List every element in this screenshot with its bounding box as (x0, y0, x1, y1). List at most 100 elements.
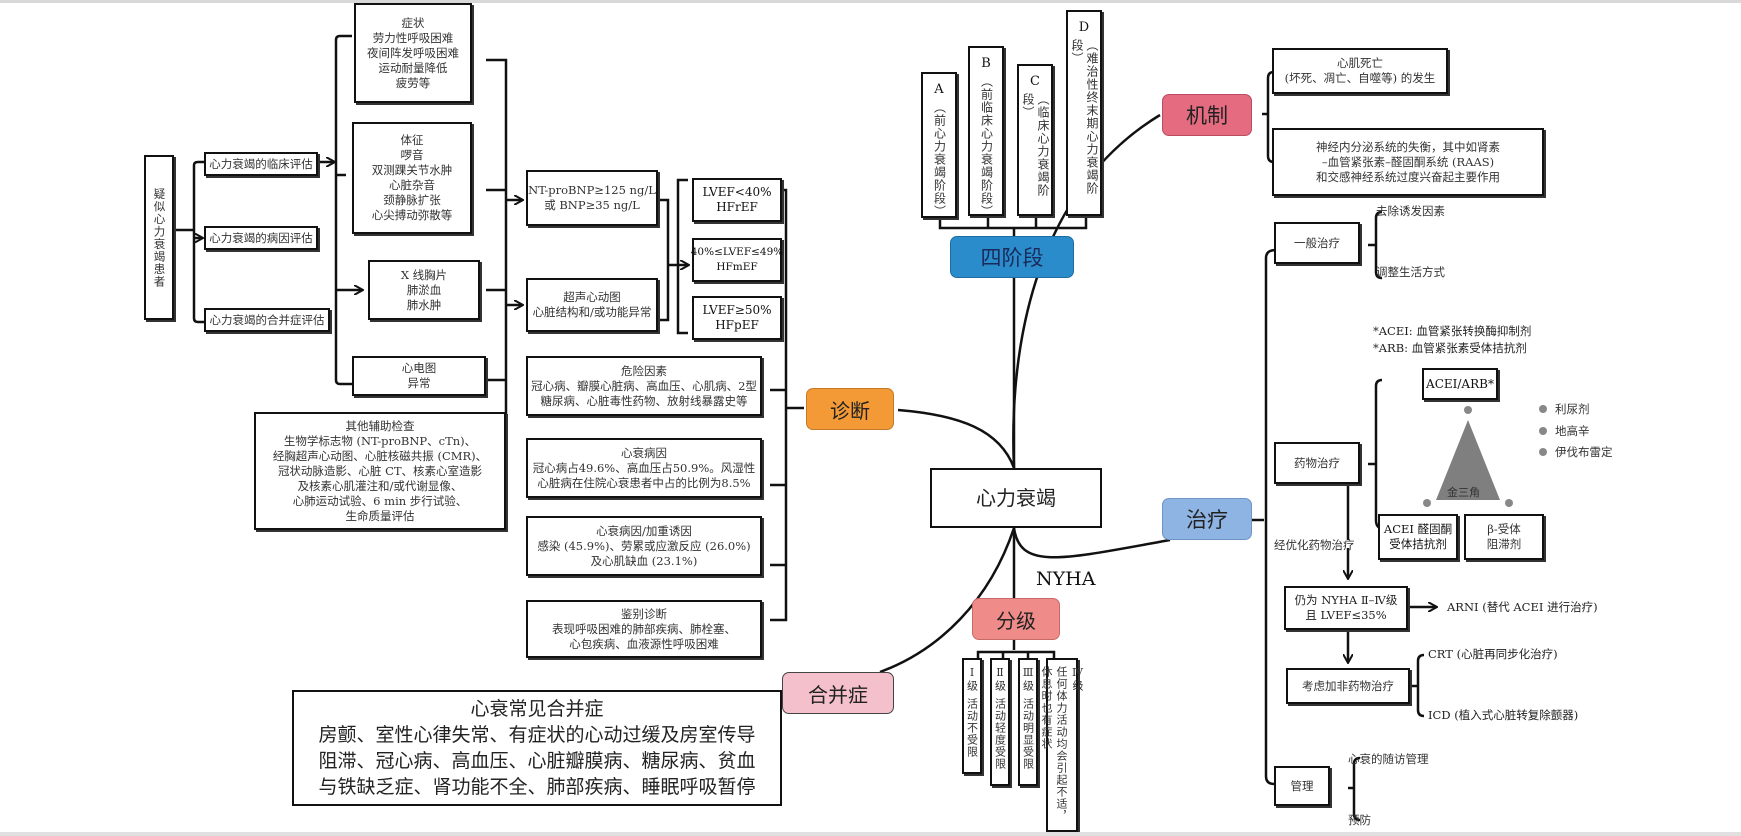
stage-text: （临床心力衰竭阶段） (1021, 93, 1050, 197)
bnp-line: 或 BNP≥35 ng/L (544, 198, 640, 212)
aldosterone-line: ACEI 醛固酮 (1383, 522, 1453, 536)
xray-item: 肺淤血 (406, 282, 442, 297)
other-tests-box: 其他辅助检查 生物学标志物 (NT-proBNP、cTn)、 经胸超声心动图、心… (254, 412, 506, 530)
patient-box: 疑似心力衰竭患者 (144, 155, 174, 320)
arb-note: *ARB: 血管紧张素受体拮抗剂 (1373, 341, 1527, 355)
mechanism-item-1: 心肌死亡 (坏死、凋亡、自噬等) 的发生 (1272, 48, 1448, 94)
beta-blocker-line: 阻滞剂 (1486, 537, 1522, 551)
stage-a-box: A （前心力衰竭阶段） (921, 72, 957, 218)
triangle-right-dot (1505, 499, 1513, 507)
triggers-box: 心衰病因/加重诱因 感染 (45.9%)、劳累或应激反应 (26.0%) 及心肌… (526, 516, 762, 576)
ef-hfpef-box: LVEF≥50% HFpEF (692, 296, 782, 340)
mechanism-line: 和交感神经系统过度兴奋起主要作用 (1316, 169, 1500, 184)
other-test-item: 心肺运动试验、6 min 步行试验、 (292, 493, 468, 508)
extra-drug: 地高辛 (1555, 424, 1590, 438)
other-test-item: 生命质量评估 (345, 508, 415, 523)
grade-level: Ⅲ级 (1021, 666, 1035, 692)
echo-box: 超声心动图 心脏结构和/或功能异常 (526, 278, 658, 332)
general-item: 调整生活方式 (1376, 265, 1445, 279)
ef-hfref-box: LVEF<40% HFrEF (692, 178, 782, 222)
drug-treatment-label: 药物治疗 (1294, 455, 1340, 470)
branch-treatment-label: 治疗 (1186, 508, 1228, 532)
acei-note: *ACEI: 血管紧张转换酶抑制剂 (1373, 324, 1532, 338)
symptoms-box: 症状 劳力性呼吸困难 夜间阵发呼吸困难 运动耐量降低 疲劳等 (354, 3, 472, 103)
stage-text: （前心力衰竭阶段） (932, 101, 947, 218)
ef-hfmef-box: 40%≤LVEF≤49% HFmEF (691, 238, 783, 282)
triggers-title: 心衰病因/加重诱因 (596, 523, 692, 538)
stage-text: （前临床心力衰竭阶段） (979, 75, 994, 218)
stage-c-box: C （临床心力衰竭阶段） (1017, 64, 1053, 216)
ecg-item: 异常 (407, 376, 431, 390)
branch-stages[interactable]: 四阶段 (950, 236, 1074, 278)
icd-label: ICD (植入式心脏转复除颤器) (1428, 708, 1579, 722)
management-item: 预防 (1348, 813, 1371, 827)
grade-text: 活动轻度受限 (993, 698, 1007, 770)
comorbidity-title: 心衰常见合并症 (470, 698, 604, 720)
stage-letter: C (1030, 74, 1040, 89)
branch-diagnosis[interactable]: 诊断 (806, 388, 894, 430)
echo-item: 心脏结构和/或功能异常 (532, 305, 652, 319)
comorbidity-box: 心衰常见合并症 房颤、室性心律失常、有症状的心动过缓及房室传导 阻滞、冠心病、高… (292, 690, 782, 806)
golden-triangle (1436, 420, 1500, 500)
symptom-item: 疲劳等 (395, 75, 431, 90)
branch-stages-label: 四阶段 (980, 246, 1044, 270)
risk-factors-box: 危险因素 冠心病、瓣膜心脏病、高血压、心肌病、2型 糖尿病、心脏毒性药物、放射线… (526, 356, 762, 416)
management-box: 管理 (1274, 766, 1330, 806)
other-test-item: 及核素心肌灌注和/或代谢显像、 (297, 478, 463, 493)
etiology-item: 冠心病占49.6%、高血压占50.9%。风湿性 (532, 460, 756, 475)
acei-arb-box: ACEI/ARB* (1422, 368, 1498, 400)
risk-item: 糖尿病、心脏毒性药物、放射线暴露史等 (540, 393, 748, 408)
grade-text: 活动不受限 (965, 698, 979, 758)
drug-treatment-box: 药物治疗 (1274, 442, 1360, 484)
other-test-item: 冠状动脉造影、心脏 CT、核素心室造影 (277, 463, 483, 478)
triangle-label: 金三角 (1447, 486, 1480, 499)
nondrug-box: 考虑加非药物治疗 (1286, 668, 1410, 704)
etiology-title: 心衰病因 (621, 445, 667, 460)
grade-text: 任何体力活动均会引起不适，休息时也有症状 (1040, 666, 1068, 822)
branch-grading-label: 分级 (996, 608, 1036, 633)
differential-item: 心包疾病、血液源性呼吸困难 (569, 636, 719, 651)
eval-etiology-box: 心力衰竭的病因评估 (204, 226, 318, 250)
stage-text: （难治性终末期心力衰竭阶段） (1070, 39, 1099, 195)
branch-comorbidity[interactable]: 合并症 (782, 672, 894, 714)
risk-item: 冠心病、瓣膜心脏病、高血压、心肌病、2型 (531, 378, 757, 393)
eval-comorbidity-box: 心力衰竭的合并症评估 (204, 308, 330, 332)
trigger-item: 及心肌缺血 (23.1%) (590, 553, 698, 568)
eval-etiology-label: 心力衰竭的病因评估 (209, 230, 313, 245)
branch-treatment[interactable]: 治疗 (1162, 498, 1252, 540)
optimized-label: 经优化药物治疗 (1274, 538, 1355, 552)
aldosterone-box: ACEI 醛固酮 受体拮抗剂 (1378, 514, 1458, 560)
aldosterone-line: 受体拮抗剂 (1389, 537, 1447, 551)
grade-3-box: Ⅲ级 活动明显受限 (1018, 658, 1038, 786)
bullet-icon (1539, 427, 1547, 435)
center-node[interactable]: 心力衰竭 (930, 468, 1102, 528)
sign-item: 心脏杂音 (389, 178, 435, 192)
eval-clinical-label: 心力衰竭的临床评估 (209, 156, 313, 171)
branch-comorbidity-label: 合并症 (808, 682, 868, 707)
grade-level: Ⅰ级 (965, 666, 979, 692)
branch-mechanism[interactable]: 机制 (1162, 94, 1252, 136)
grade-text: 活动明显受限 (1021, 698, 1035, 770)
branch-mechanism-label: 机制 (1186, 104, 1228, 128)
ecg-box: 心电图 异常 (352, 356, 486, 396)
etiology-box: 心衰病因 冠心病占49.6%、高血压占50.9%。风湿性 心脏病在住院心衰患者中… (526, 438, 762, 498)
etiology-item: 心脏病在住院心衰患者中占的比例为8.5% (537, 475, 751, 490)
branch-diagnosis-label: 诊断 (830, 398, 870, 423)
grade-level: Ⅳ级 (1071, 666, 1084, 692)
xray-box: X 线胸片 肺淤血 肺水肿 (368, 260, 480, 320)
branch-grading[interactable]: 分级 (972, 598, 1060, 640)
crt-label: CRT (心脏再同步化治疗) (1428, 647, 1558, 661)
triangle-top-dot (1464, 406, 1472, 414)
nyha-condition-box: 仍为 NYHA Ⅱ–Ⅳ级 且 LVEF≤35% (1284, 586, 1408, 630)
ef-type: HFrEF (716, 200, 758, 214)
symptom-item: 夜间阵发呼吸困难 (367, 45, 459, 60)
general-treatment-label: 一般治疗 (1294, 235, 1340, 250)
center-title: 心力衰竭 (976, 485, 1056, 510)
bullet-icon (1539, 448, 1547, 456)
grade-1-box: Ⅰ级 活动不受限 (962, 658, 982, 774)
beta-blocker-line: β-受体 (1487, 522, 1521, 536)
arni-label: ARNI (替代 ACEI 进行治疗) (1447, 600, 1598, 614)
differential-title: 鉴别诊断 (621, 606, 667, 621)
acei-arb-label: ACEI/ARB* (1426, 376, 1494, 391)
